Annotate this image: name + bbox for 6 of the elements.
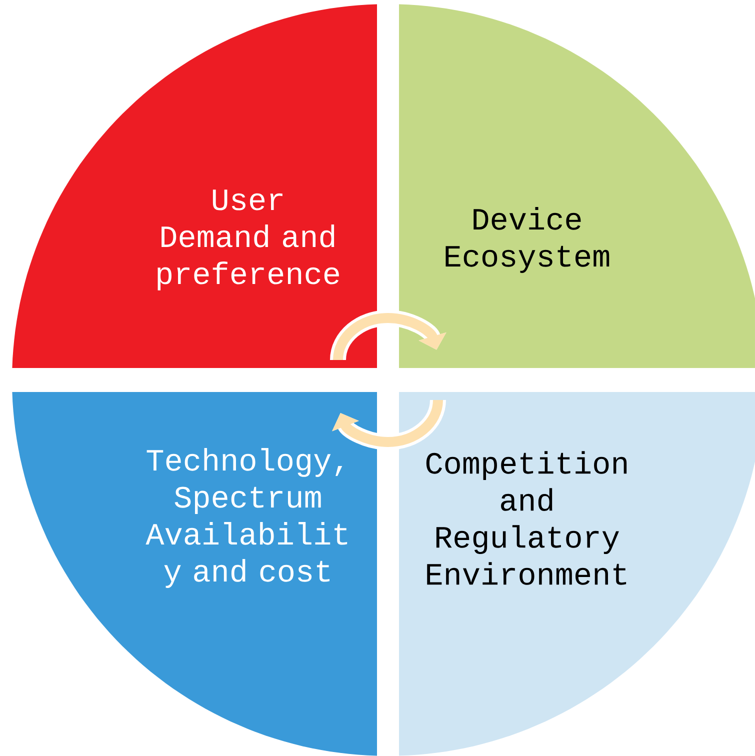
curved-arrow — [330, 310, 446, 361]
quadrant-segment: Device Ecosystem — [399, 4, 755, 368]
quadrant-segment: User Demand and preference — [12, 4, 377, 368]
quadrant-segment: Competition and Regulatory Environment — [399, 392, 755, 756]
quadrant-segment: Technology, Spectrum Availabilit y and cost — [12, 392, 377, 756]
curved-arrow — [332, 399, 446, 450]
